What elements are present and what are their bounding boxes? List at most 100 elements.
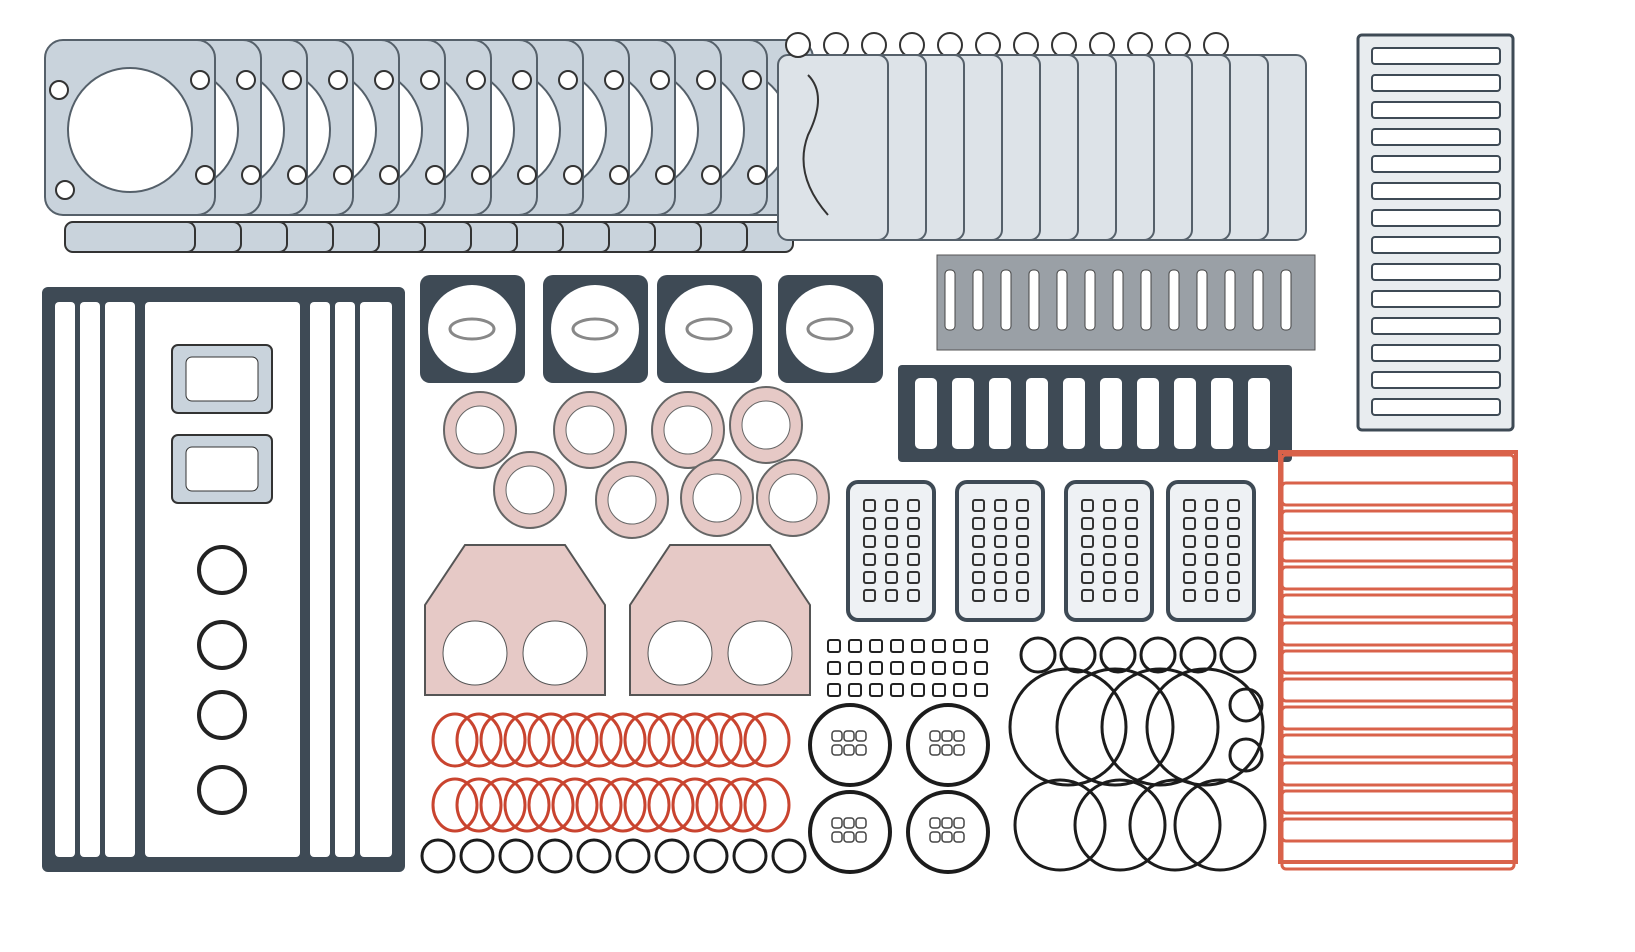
pad-hole [1016,499,1029,512]
small-seal [953,639,967,653]
pad-hole [972,535,985,548]
mini-seal [941,744,953,756]
pad-hole [1016,535,1029,548]
exhaust-bore [565,405,615,455]
slot [1371,263,1501,281]
plate-slot [1056,269,1068,331]
pad-hole [1016,571,1029,584]
bolt-hole [609,165,629,185]
exhaust-bore [607,475,657,525]
small-seal [911,661,925,675]
plate-slot [1140,269,1152,331]
frame-window [105,302,135,857]
red-o-ring [671,712,719,768]
bolt-hole [1051,32,1077,58]
pad-hole [972,553,985,566]
red-o-ring [599,712,647,768]
pad-hole [994,553,1007,566]
bolt-hole [55,180,75,200]
red-o-ring [599,777,647,833]
pad-hole [1183,571,1196,584]
small-o-ring [1019,636,1057,674]
mini-seal [831,744,843,756]
small-o-ring [576,838,612,874]
plate-slot [1196,269,1208,331]
small-seal [911,639,925,653]
red-o-ring [575,712,623,768]
bolt-hole [282,70,302,90]
bolt-hole [785,32,811,58]
bolt-hole [466,70,486,90]
frame-slot [1026,378,1048,449]
mini-seal [843,730,855,742]
exhaust-bore [768,473,818,523]
small-seal [848,661,862,675]
bolt-hole [1013,32,1039,58]
frame-window [55,302,75,857]
red-o-ring [719,777,767,833]
red-o-ring [527,777,575,833]
pad-hole [1205,571,1218,584]
plate-slot [944,269,956,331]
small-o-ring [654,838,690,874]
pad-hole [1183,517,1196,530]
mini-seal [831,817,843,829]
frame-slot [1137,378,1159,449]
small-o-ring [693,838,729,874]
pad-hole [1125,571,1138,584]
pad-hole [1081,589,1094,602]
pad-hole [907,571,920,584]
bolt-hole [236,70,256,90]
small-o-ring [1228,687,1264,723]
bolt-hole [655,165,675,185]
bore [442,620,508,686]
seal-pad [955,480,1045,622]
small-seal [974,639,988,653]
pad-hole [863,517,876,530]
red-o-ring [479,712,527,768]
bolt-hole [701,165,721,185]
slot [1371,74,1501,92]
small-seal [953,661,967,675]
mini-seal [941,817,953,829]
bolt-hole [241,165,261,185]
tall-gasket-frame [1356,33,1515,432]
slot [1371,371,1501,389]
inner-seal [448,317,496,341]
small-seal [932,661,946,675]
inner-seal [806,317,854,341]
gray-plate [936,254,1316,351]
plate-slot [1112,269,1124,331]
large-o-ring [1008,667,1128,787]
pad-hole [907,553,920,566]
head-gasket-stack [44,39,814,253]
bolt-hole [517,165,537,185]
pad-hole [1205,517,1218,530]
pad-hole [1103,499,1116,512]
bolt-hole [604,70,624,90]
slot [1371,344,1501,362]
frame-slot [1248,378,1270,449]
mini-seal [843,744,855,756]
pad-hole [1103,535,1116,548]
small-seal [932,683,946,697]
pad-hole [1125,517,1138,530]
small-o-ring [615,838,651,874]
red-o-ring [743,712,791,768]
seal-pads [846,480,1256,622]
slot [1371,182,1501,200]
plate-slot [1280,269,1292,331]
slot [1371,209,1501,227]
small-o-ring [1059,636,1097,674]
small-o-ring [498,838,534,874]
pad-hole [1125,589,1138,602]
pad-hole [1227,499,1240,512]
pad-hole [863,589,876,602]
small-seal [890,683,904,697]
pad-hole [1103,571,1116,584]
red-o-ring [431,777,479,833]
frame-slot [1211,378,1233,449]
pad-hole [1081,499,1094,512]
pad-hole [1016,553,1029,566]
bolt-hole [328,70,348,90]
